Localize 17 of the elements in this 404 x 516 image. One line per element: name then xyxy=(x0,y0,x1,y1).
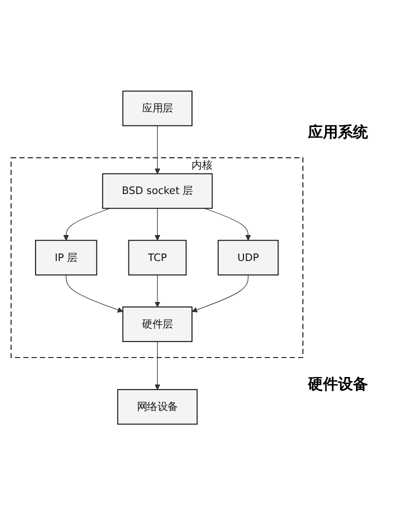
arrow xyxy=(63,208,110,241)
arrow xyxy=(192,274,248,313)
arrow xyxy=(204,208,251,241)
node-box: UDP xyxy=(218,240,279,276)
node-box: 应用层 xyxy=(122,91,192,127)
arrow xyxy=(154,208,160,241)
arrow xyxy=(66,274,124,313)
note-label: 硬件设备 xyxy=(308,374,369,394)
note-label: 应用系统 xyxy=(308,122,369,142)
arrow xyxy=(154,126,160,174)
node-box: BSD socket 层 xyxy=(102,174,213,210)
node-box: 硬件层 xyxy=(122,306,192,342)
arrow xyxy=(154,342,160,390)
node-box: 网络设备 xyxy=(117,389,198,425)
arrow xyxy=(154,274,160,308)
node-box: IP 层 xyxy=(35,240,98,276)
node-box: TCP xyxy=(128,240,187,276)
